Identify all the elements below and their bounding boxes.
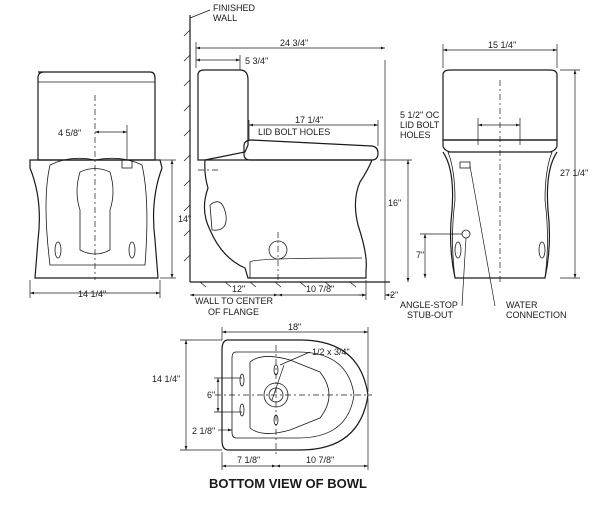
dim-bottom-bolt: 1/2 x 3/4" (312, 347, 350, 357)
dim-bottom-front: 10 7/8" (306, 455, 334, 465)
dim-front-width: 14 1/4" (78, 289, 106, 299)
dim-side-center-to-front: 10 7/8" (306, 284, 334, 294)
dim-side-seat-height: 16" (388, 198, 401, 208)
label-finished-wall-1: FINISHED (213, 3, 256, 13)
dim-side-length: 24 3/4" (280, 38, 308, 48)
dim-side-tank-offset: 5 3/4" (245, 56, 268, 66)
label-wall-to-center-2: OF FLANGE (208, 307, 259, 317)
front-view (29, 71, 176, 298)
dim-bottom-offset: 2 1/8" (192, 426, 215, 436)
dim-side-base-gap: 2" (390, 290, 398, 300)
label-angle-stop-1: ANGLE-STOP (400, 300, 458, 310)
bottom-view-title: BOTTOM VIEW OF BOWL (209, 476, 367, 491)
label-wall-to-center-1: WALL TO CENTER (195, 296, 274, 306)
label-oc-lid-bolt-3: HOLES (400, 130, 431, 140)
bottom-view (180, 327, 372, 470)
dim-bottom-length: 18" (288, 322, 301, 332)
label-oc-lid-bolt-2: LID BOLT (400, 120, 440, 130)
rear-view (420, 44, 580, 307)
label-oc-lid-bolt-1: 5 1/2" OC (400, 110, 440, 120)
dim-bottom-width: 14 1/4" (152, 374, 180, 384)
label-lid-bolt-holes: LID BOLT HOLES (258, 127, 330, 137)
dim-bottom-inner: 6" (207, 390, 215, 400)
dim-rear-width: 15 1/4" (488, 40, 516, 50)
label-angle-stop-2: STUB-OUT (407, 310, 454, 320)
dim-bottom-rear: 7 1/8" (237, 455, 260, 465)
dim-side-wall-to-center: 12" (232, 284, 245, 294)
label-finished-wall-2: WALL (213, 13, 237, 23)
label-water-connection-2: CONNECTION (506, 310, 567, 320)
dim-front-center-offset: 4 5/8" (58, 128, 81, 138)
dim-rear-stub-height: 7" (416, 250, 424, 260)
side-view (183, 9, 412, 300)
dim-rear-total-height: 27 1/4" (560, 168, 588, 178)
label-water-connection-1: WATER (506, 300, 538, 310)
dim-front-height: 14" (178, 214, 191, 224)
dim-side-lid-bolt: 17 1/4" (295, 115, 323, 125)
